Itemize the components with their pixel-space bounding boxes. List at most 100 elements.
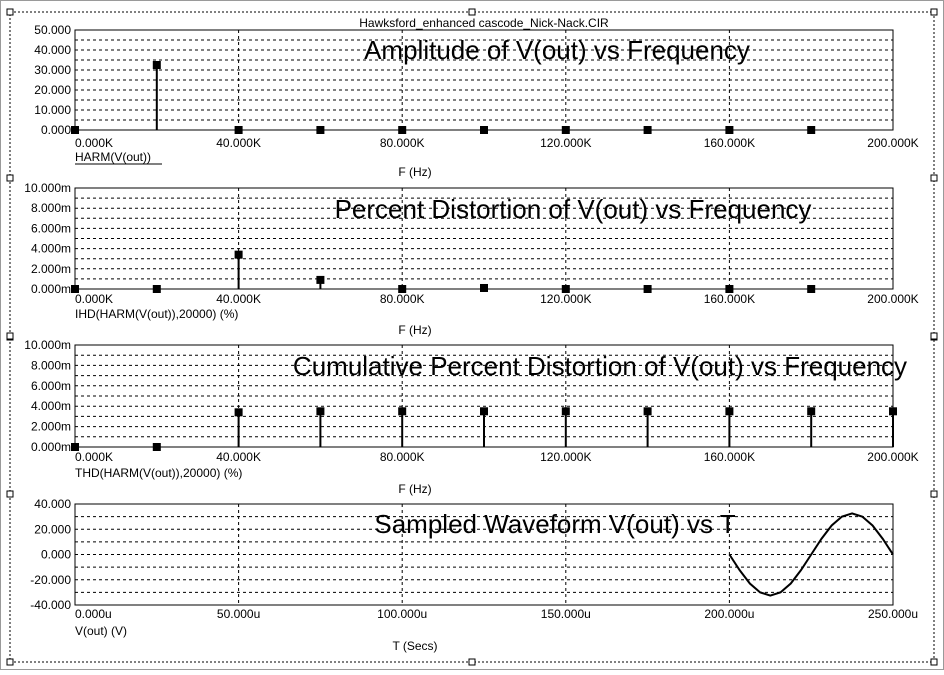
harmonic-marker: [725, 285, 734, 293]
y-tick-label: 2.000m: [31, 420, 71, 434]
y-tick-label: 8.000m: [31, 358, 71, 372]
y-tick-label: 0.000m: [31, 440, 71, 454]
document-title: Hawksford_enhanced cascode_Nick-Nack.CIR: [359, 16, 609, 30]
y-tick-label: 0.000: [41, 123, 71, 137]
x-axis-label: F (Hz): [398, 165, 431, 179]
harmonic-marker: [398, 285, 407, 293]
harmonic-marker: [316, 275, 325, 284]
harmonic-marker: [398, 407, 407, 416]
y-axis-label: V(out) (V): [75, 624, 127, 638]
harmonic-marker: [889, 407, 897, 416]
harmonic-marker: [398, 126, 407, 134]
harmonic-marker: [234, 126, 243, 134]
harmonic-marker: [71, 285, 79, 293]
harmonic-marker: [643, 285, 652, 293]
chart-title: Percent Distortion of V(out) vs Frequenc…: [335, 194, 812, 224]
x-tick-label: 120.000K: [540, 136, 591, 150]
chart-panel-3: [71, 344, 897, 451]
y-axis-label: THD(HARM(V(out)),20000) (%): [75, 466, 242, 480]
x-tick-label: 80.000K: [380, 136, 425, 150]
x-tick-label: 160.000K: [704, 136, 755, 150]
selection-handle: [468, 8, 476, 16]
selection-handle: [930, 8, 938, 16]
harmonic-marker: [71, 443, 79, 451]
chart-title: Cumulative Percent Distortion of V(out) …: [293, 351, 907, 381]
x-tick-label: 0.000K: [75, 450, 113, 464]
x-tick-label: 250.000u: [868, 607, 918, 621]
y-tick-label: 0.000m: [31, 282, 71, 296]
harmonic-marker: [561, 126, 570, 134]
selection-handle: [6, 174, 14, 182]
harmonic-marker: [152, 61, 161, 69]
y-tick-label: -20.000: [30, 573, 71, 587]
chart-panel-2: [71, 187, 894, 293]
selection-handle: [468, 658, 476, 666]
selection-handle: [930, 658, 938, 666]
y-axis-label: HARM(V(out)): [75, 150, 151, 164]
chart-title: Sampled Waveform V(out) vs T: [374, 509, 735, 539]
selection-handle: [930, 490, 938, 498]
harmonic-marker: [725, 407, 734, 416]
x-tick-label: 50.000u: [217, 607, 260, 621]
y-tick-label: -40.000: [30, 598, 71, 612]
x-axis-label: F (Hz): [398, 482, 431, 496]
selection-handle: [6, 658, 14, 666]
y-tick-label: 10.000: [34, 103, 71, 117]
x-tick-label: 200.000u: [704, 607, 754, 621]
y-tick-label: 6.000m: [31, 379, 71, 393]
x-tick-label: 40.000K: [216, 292, 261, 306]
x-axis-label: F (Hz): [398, 323, 431, 337]
harmonic-marker: [152, 443, 161, 451]
harmonic-marker: [643, 126, 652, 134]
y-tick-label: 2.000m: [31, 262, 71, 276]
x-tick-label: 160.000K: [704, 450, 755, 464]
selection-handle: [6, 490, 14, 498]
x-tick-label: 150.000u: [541, 607, 591, 621]
x-tick-label: 200.000K: [867, 136, 918, 150]
selection-handle: [930, 174, 938, 182]
harmonic-marker: [643, 407, 652, 416]
harmonic-marker: [807, 126, 816, 134]
y-tick-label: 4.000m: [31, 399, 71, 413]
y-tick-label: 20.000: [34, 522, 71, 536]
x-tick-label: 120.000K: [540, 450, 591, 464]
harmonic-marker: [561, 285, 570, 293]
y-tick-label: 30.000: [34, 63, 71, 77]
x-tick-label: 160.000K: [704, 292, 755, 306]
chart-title: Amplitude of V(out) vs Frequency: [364, 35, 750, 65]
x-tick-label: 120.000K: [540, 292, 591, 306]
harmonic-marker: [725, 126, 734, 134]
chart-panel-4: [74, 503, 894, 606]
y-tick-label: 6.000m: [31, 221, 71, 235]
y-tick-label: 8.000m: [31, 201, 71, 215]
y-tick-label: 40.000: [34, 497, 71, 511]
y-tick-label: 4.000m: [31, 242, 71, 256]
harmonic-marker: [480, 126, 488, 134]
x-tick-label: 0.000u: [75, 607, 112, 621]
y-axis-label: IHD(HARM(V(out)),20000) (%): [75, 307, 238, 321]
harmonic-marker: [71, 126, 79, 134]
waveform-trace: [728, 512, 894, 597]
y-tick-label: 0.000: [41, 548, 71, 562]
x-tick-label: 0.000K: [75, 136, 113, 150]
harmonic-marker: [316, 407, 325, 416]
harmonic-marker: [152, 285, 161, 293]
x-axis-label: T (Secs): [392, 639, 437, 653]
chart-panel-1: [71, 29, 894, 134]
x-tick-label: 0.000K: [75, 292, 113, 306]
harmonic-marker: [316, 126, 325, 134]
harmonic-marker: [807, 285, 816, 293]
y-tick-label: 20.000: [34, 83, 71, 97]
x-tick-label: 40.000K: [216, 450, 261, 464]
x-tick-label: 80.000K: [380, 450, 425, 464]
y-tick-label: 40.000: [34, 43, 71, 57]
harmonic-marker: [561, 407, 570, 416]
harmonic-marker: [234, 408, 243, 417]
y-tick-label: 50.000: [34, 23, 71, 37]
x-tick-label: 200.000K: [867, 450, 918, 464]
y-tick-label: 10.000m: [24, 181, 71, 195]
harmonic-marker: [234, 250, 243, 259]
selection-handle: [6, 8, 14, 16]
x-tick-label: 80.000K: [380, 292, 425, 306]
